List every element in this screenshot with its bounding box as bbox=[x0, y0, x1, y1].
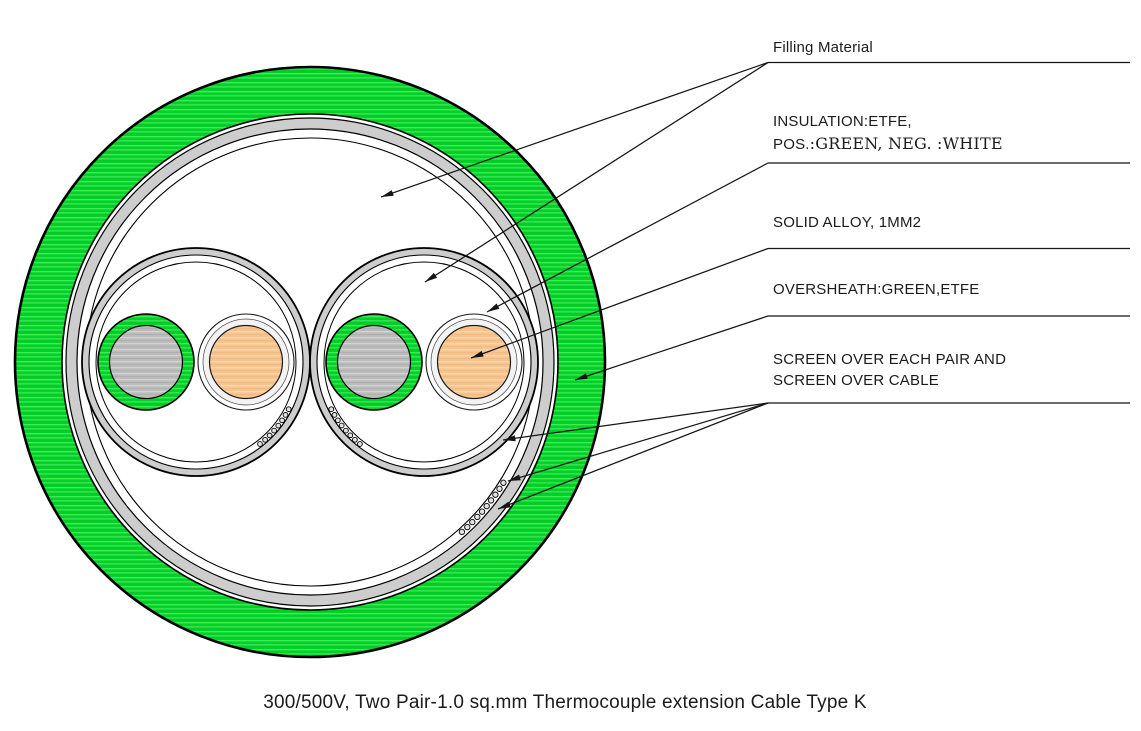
drain-wire bbox=[487, 497, 495, 504]
label-screen-line2: SCREEN OVER CABLE bbox=[773, 372, 939, 389]
drain-wire bbox=[271, 427, 277, 434]
negative-conductor-core bbox=[436, 324, 512, 400]
drain-wire bbox=[496, 485, 503, 492]
callout-lines bbox=[380, 61, 1130, 510]
leader-solid-alloy bbox=[470, 247, 769, 359]
drain-wire bbox=[474, 513, 481, 521]
drain-wire bbox=[285, 406, 292, 413]
leader-screen-drain bbox=[497, 402, 769, 510]
positive-conductor-core bbox=[336, 324, 412, 400]
drain-wire bbox=[347, 432, 354, 439]
drain-wires-cable bbox=[458, 479, 507, 536]
leader-filling-pair bbox=[424, 61, 769, 283]
label-insulation-line2: POS.:GREEN, NEG. :WHITE bbox=[773, 133, 1003, 156]
drain-wire bbox=[492, 491, 499, 498]
drain-wires-pair-right bbox=[328, 406, 363, 447]
label-filling-material: Filling Material bbox=[773, 37, 873, 58]
drain-wires-pair-left bbox=[257, 406, 292, 447]
drain-wire bbox=[328, 406, 335, 413]
drain-wire bbox=[500, 479, 507, 486]
positive-conductor-core bbox=[108, 324, 184, 400]
label-insulation-pos-prefix: POS. bbox=[773, 136, 810, 153]
label-insulation-pos-detail: :GREEN, NEG. :WHITE bbox=[809, 134, 1003, 153]
drain-wire bbox=[464, 523, 471, 531]
diagram-caption: 300/500V, Two Pair-1.0 sq.mm Thermocoupl… bbox=[0, 692, 1130, 714]
pair-right bbox=[309, 247, 539, 477]
diagram-caption-text: 300/500V, Two Pair-1.0 sq.mm Thermocoupl… bbox=[263, 692, 867, 713]
drain-wire bbox=[357, 441, 363, 447]
label-insulation: INSULATION:ETFE, POS.:GREEN, NEG. :WHITE bbox=[773, 111, 1003, 156]
label-insulation-line1: INSULATION:ETFE, bbox=[773, 113, 912, 130]
leader-oversheath bbox=[574, 315, 769, 381]
drain-wire bbox=[335, 417, 341, 424]
pair-left bbox=[81, 247, 311, 477]
label-oversheath-text: OVERSHEATH:GREEN,ETFE bbox=[773, 281, 980, 298]
drain-wire bbox=[338, 422, 345, 429]
drain-wire bbox=[478, 508, 486, 515]
leader-screen-pair bbox=[502, 402, 769, 442]
label-oversheath: OVERSHEATH:GREEN,ETFE bbox=[773, 279, 979, 300]
drain-wire bbox=[282, 412, 289, 418]
leader-insulation bbox=[486, 162, 769, 313]
label-solid-alloy: SOLID ALLOY, 1MM2 bbox=[773, 212, 921, 233]
negative-conductor-core bbox=[208, 324, 284, 400]
drain-wire bbox=[331, 412, 338, 418]
leader-screen-cable bbox=[507, 402, 769, 482]
label-filling-material-text: Filling Material bbox=[773, 39, 873, 56]
drain-wire bbox=[483, 502, 490, 510]
pair-binder-circle bbox=[95, 261, 297, 463]
label-screen-line1: SCREEN OVER EACH PAIR AND bbox=[773, 351, 1007, 368]
drain-wire bbox=[352, 436, 358, 443]
drain-wire bbox=[343, 427, 349, 434]
label-solid-alloy-text: SOLID ALLOY, 1MM2 bbox=[773, 214, 922, 231]
drain-wire bbox=[266, 432, 273, 439]
pair-binder-circle bbox=[323, 261, 525, 463]
leader-filling-cable bbox=[380, 61, 769, 198]
drain-wire bbox=[458, 528, 466, 536]
label-screen: SCREEN OVER EACH PAIR AND SCREEN OVER CA… bbox=[773, 349, 1006, 391]
drain-wire bbox=[262, 436, 268, 443]
drain-wire bbox=[257, 441, 263, 447]
drain-wire bbox=[279, 417, 285, 424]
drain-wire bbox=[469, 518, 476, 526]
drain-wire bbox=[275, 422, 282, 429]
